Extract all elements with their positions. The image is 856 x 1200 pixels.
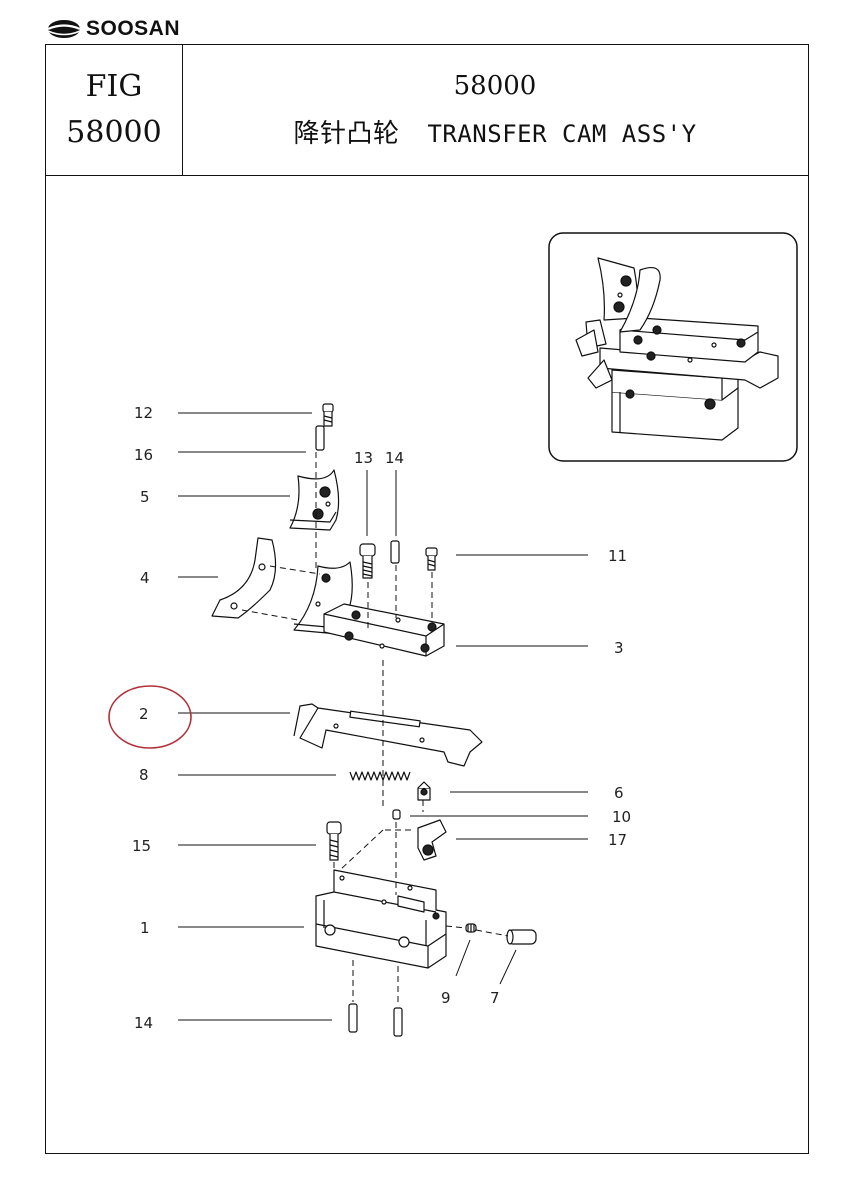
part-8-spring	[349, 771, 411, 781]
leader-lines	[178, 412, 588, 1021]
callout-2: 2	[139, 705, 149, 723]
part-9-spring	[465, 923, 477, 933]
fig-label: FIG	[85, 69, 143, 104]
assembly-title: 降针凸轮 TRANSFER CAM ASS'Y	[182, 113, 808, 150]
assembly-axes	[241, 452, 509, 1006]
part-14-dowels-bottom	[348, 1003, 403, 1037]
brand-logo: SOOSAN	[46, 16, 180, 42]
callout-10: 10	[612, 808, 631, 826]
part-3-cam-plate	[323, 603, 445, 657]
part-13-cap-screw	[359, 543, 376, 579]
part-11-screw	[425, 547, 438, 571]
part-7-plunger	[506, 929, 537, 945]
part-12-screw	[322, 403, 334, 427]
title-english: TRANSFER CAM ASS'Y	[427, 120, 697, 148]
callout-6: 6	[614, 784, 624, 802]
part-2-transfer-slide	[293, 703, 483, 767]
callout-12: 12	[134, 404, 153, 422]
callout-4: 4	[140, 569, 150, 587]
callout-9: 9	[441, 989, 451, 1007]
part-16-pin	[315, 425, 325, 451]
assembled-view-drawing	[575, 257, 779, 441]
callout-8: 8	[139, 766, 149, 784]
callout-5: 5	[140, 488, 150, 506]
callout-14-top: 14	[385, 449, 404, 467]
part-15-cap-screw	[326, 821, 342, 861]
callout-3: 3	[614, 639, 624, 657]
title-block: FIG 58000 58000 降针凸轮 TRANSFER CAM ASS'Y	[46, 45, 808, 176]
soosan-logo-icon	[47, 20, 81, 38]
part-14-dowel-top	[390, 540, 400, 564]
part-17-elbow	[417, 819, 447, 861]
part-number: 58000	[453, 71, 537, 101]
callout-11: 11	[608, 547, 627, 565]
callout-16: 16	[134, 446, 153, 464]
callout-1: 1	[140, 919, 150, 937]
highlight-ring	[108, 685, 192, 749]
title-chinese: 降针凸轮	[293, 119, 400, 149]
drawing-frame: FIG 58000 58000 降针凸轮 TRANSFER CAM ASS'Y	[45, 44, 809, 1154]
part-10-pin	[392, 809, 401, 820]
fig-number: 58000	[66, 115, 162, 150]
part-4-bracket	[211, 537, 277, 619]
callout-17: 17	[608, 831, 627, 849]
part-6-plug	[417, 781, 431, 801]
callout-15: 15	[132, 837, 151, 855]
callout-7: 7	[490, 989, 500, 1007]
brand-name: SOOSAN	[86, 17, 181, 40]
callout-14-bottom: 14	[134, 1014, 153, 1032]
part-1-base-block	[315, 869, 447, 969]
callout-13: 13	[354, 449, 373, 467]
callout-labels: 12 16 5 13 14 11 4 3 2 8 6 10 15 17 1 9 …	[132, 404, 631, 1032]
fig-box: FIG 58000	[46, 45, 183, 175]
part-5-cam	[289, 469, 340, 531]
